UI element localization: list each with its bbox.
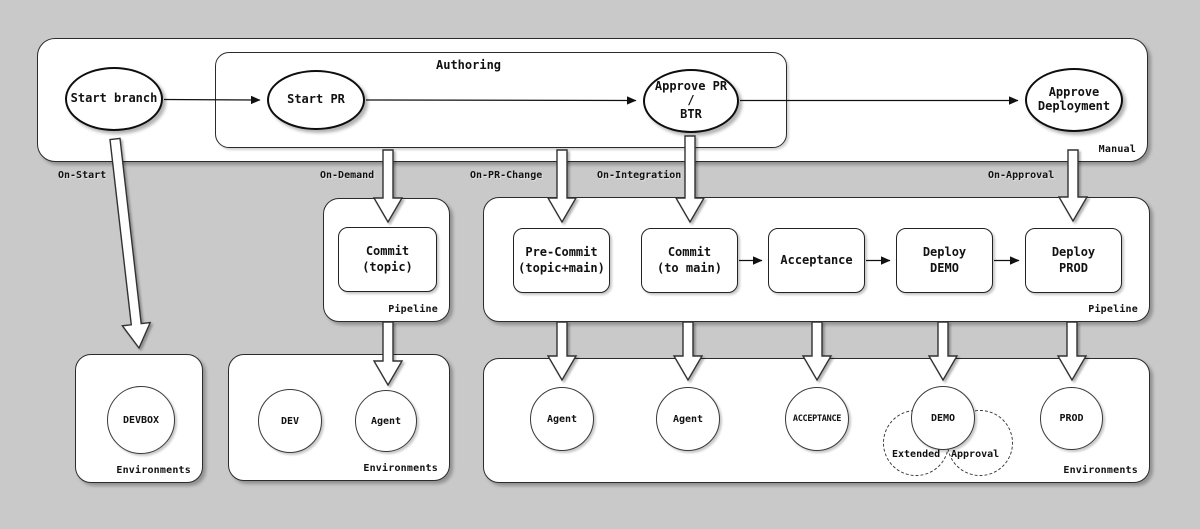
prod-circle-label: PROD bbox=[1059, 413, 1084, 424]
acceptance-environment-circle: ACCEPTANCE bbox=[785, 387, 849, 451]
dev-environment-circle: DEV bbox=[258, 389, 322, 453]
agent-2-label: Agent bbox=[672, 413, 704, 425]
commit-topic-label: Commit (topic) bbox=[362, 243, 413, 274]
authoring-label: Authoring bbox=[436, 58, 502, 72]
deploy-prod-node: Deploy PROD bbox=[1025, 228, 1122, 293]
approve-pr-btr-node: Approve PR / BTR bbox=[643, 69, 739, 133]
start-pr-node: Start PR bbox=[267, 70, 365, 130]
agent-circle-2: Agent bbox=[656, 387, 720, 451]
on-approval-trigger-label: On-Approval bbox=[988, 170, 1055, 181]
main-pipeline-label: Pipeline bbox=[1088, 304, 1138, 315]
approval-label: Approval bbox=[951, 449, 1000, 460]
dev-circle-label: DEV bbox=[280, 415, 300, 427]
start-branch-label: Start branch bbox=[70, 91, 158, 106]
pre-commit-node: Pre-Commit (topic+main) bbox=[513, 228, 610, 293]
prod-environment-circle: PROD bbox=[1040, 387, 1103, 450]
on-integration-trigger-label: On-Integration bbox=[597, 170, 682, 181]
devbox-environments-label: Environments bbox=[116, 465, 191, 476]
approve-pr-btr-label: Approve PR / BTR bbox=[654, 79, 728, 121]
acceptance-node: Acceptance bbox=[768, 228, 865, 293]
start-pr-label: Start PR bbox=[287, 92, 345, 107]
deploy-prod-label: Deploy PROD bbox=[1051, 244, 1096, 275]
pre-commit-label: Pre-Commit (topic+main) bbox=[518, 244, 605, 275]
agent-1-label: Agent bbox=[546, 413, 578, 425]
demo-environment-circle: DEMO bbox=[911, 386, 975, 450]
devbox-environment-circle: DEVBOX bbox=[107, 386, 175, 454]
dev-agent-label: Agent bbox=[370, 415, 402, 427]
commit-topic-node: Commit (topic) bbox=[338, 227, 437, 292]
devbox-circle-label: DEVBOX bbox=[122, 414, 160, 426]
agent-circle-1: Agent bbox=[530, 387, 594, 451]
extended-label: Extended bbox=[892, 449, 941, 460]
deploy-demo-node: Deploy DEMO bbox=[896, 228, 993, 293]
demo-circle-label: DEMO bbox=[930, 412, 956, 424]
dev-agent-circle: Agent bbox=[355, 390, 417, 452]
commit-to-main-node: Commit (to main) bbox=[641, 228, 738, 293]
main-environments-label: Environments bbox=[1063, 465, 1138, 476]
acceptance-label: Acceptance bbox=[780, 252, 853, 267]
manual-label: Manual bbox=[1098, 144, 1136, 155]
on-start-trigger-arrow bbox=[109, 137, 152, 350]
approve-deployment-node: Approve Deployment bbox=[1025, 68, 1123, 132]
on-demand-trigger-label: On-Demand bbox=[320, 170, 375, 181]
topic-pipeline-label: Pipeline bbox=[388, 304, 438, 315]
dev-environments-label: Environments bbox=[363, 463, 438, 474]
on-pr-change-trigger-label: On-PR-Change bbox=[470, 170, 543, 181]
approve-deployment-label: Approve Deployment bbox=[1037, 85, 1111, 113]
on-start-trigger-label: On-Start bbox=[58, 170, 107, 181]
commit-to-main-label: Commit (to main) bbox=[656, 244, 723, 275]
start-branch-node: Start branch bbox=[65, 67, 163, 131]
deploy-demo-label: Deploy DEMO bbox=[922, 244, 967, 275]
acceptance-circle-label: ACCEPTANCE bbox=[792, 414, 842, 424]
